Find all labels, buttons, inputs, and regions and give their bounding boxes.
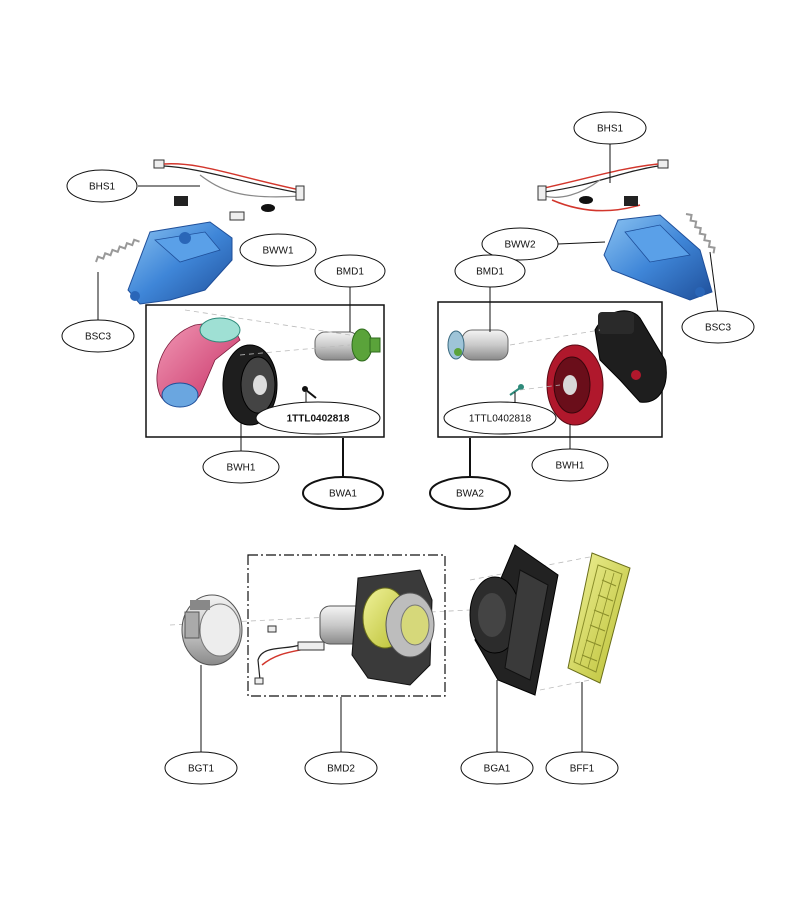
callout-bff1: BFF1 xyxy=(545,751,619,785)
wheel-arm-left xyxy=(156,317,241,408)
callout-bsc3-left: BSC3 xyxy=(61,319,135,353)
grill-assembly-part xyxy=(469,544,559,696)
callouts: BHS1 BHS1 BWW1 BWW2 BMD1 BMD1 BSC3 BSC3 xyxy=(61,111,755,785)
assembly-box-bmd2 xyxy=(247,554,446,697)
label-bgt1: BGT1 xyxy=(188,764,215,775)
main-motor-part xyxy=(254,569,435,686)
label-bmd1-left: BMD1 xyxy=(336,267,364,278)
wheel-left xyxy=(222,344,278,426)
callout-bmd1-right: BMD1 xyxy=(454,254,526,288)
spring-part-left xyxy=(95,238,140,263)
label-bwh1-right: BWH1 xyxy=(556,461,585,472)
filter-part xyxy=(567,552,631,684)
screw-left xyxy=(302,386,317,399)
label-bhs1-left: BHS1 xyxy=(89,182,116,193)
harness-part-left xyxy=(153,159,305,221)
wheel-right xyxy=(546,344,604,426)
wheel-arm-right xyxy=(594,310,667,403)
callout-bhs1-right: BHS1 xyxy=(573,111,647,145)
label-screw-right: 1TTL0402818 xyxy=(469,414,532,425)
callout-bmd2: BMD2 xyxy=(304,751,378,785)
label-bga1: BGA1 xyxy=(484,764,511,775)
leader-lines xyxy=(97,143,719,752)
left-wheel-assembly xyxy=(95,159,385,438)
screw-right xyxy=(509,384,524,396)
label-bmd2: BMD2 xyxy=(327,764,355,775)
callout-bwa2: BWA2 xyxy=(429,476,511,510)
callout-bwh1-left: BWH1 xyxy=(202,450,280,484)
label-bhs1-right: BHS1 xyxy=(597,124,624,135)
label-bwa2: BWA2 xyxy=(456,489,484,500)
callout-screw-right: 1TTL0402818 xyxy=(443,401,557,435)
callout-bga1: BGA1 xyxy=(460,751,534,785)
label-bsc3-left: BSC3 xyxy=(85,332,112,343)
label-bwa1: BWA1 xyxy=(329,489,357,500)
callout-bhs1-left: BHS1 xyxy=(66,169,138,203)
right-wheel-assembly xyxy=(437,159,716,438)
label-bmd1-right: BMD1 xyxy=(476,267,504,278)
gearbox-housing-left xyxy=(127,221,233,305)
bottom-parts-row xyxy=(169,544,631,697)
motor-part-left xyxy=(314,328,381,362)
label-bww2: BWW2 xyxy=(504,240,536,251)
label-bwh1-left: BWH1 xyxy=(227,463,256,474)
callout-bsc3-right: BSC3 xyxy=(681,310,755,344)
callout-bww1: BWW1 xyxy=(239,233,317,267)
callout-bgt1: BGT1 xyxy=(164,751,238,785)
motor-part-right xyxy=(447,329,509,361)
label-bww1: BWW1 xyxy=(262,246,294,257)
callout-bmd1-left: BMD1 xyxy=(314,254,386,288)
harness-part-right xyxy=(537,159,669,212)
callout-bwh1-right: BWH1 xyxy=(531,448,609,482)
label-bff1: BFF1 xyxy=(570,764,595,775)
callout-screw-left: 1TTL0402818 xyxy=(255,401,381,435)
callout-bwa1: BWA1 xyxy=(302,476,384,510)
callout-bww2: BWW2 xyxy=(481,227,559,261)
label-screw-left: 1TTL0402818 xyxy=(287,414,350,425)
spring-part-right xyxy=(685,213,716,254)
label-bsc3-right: BSC3 xyxy=(705,323,732,334)
gear-tube-part xyxy=(181,594,243,666)
assembly-box-bwa1 xyxy=(145,304,385,438)
gearbox-housing-right xyxy=(603,214,713,301)
